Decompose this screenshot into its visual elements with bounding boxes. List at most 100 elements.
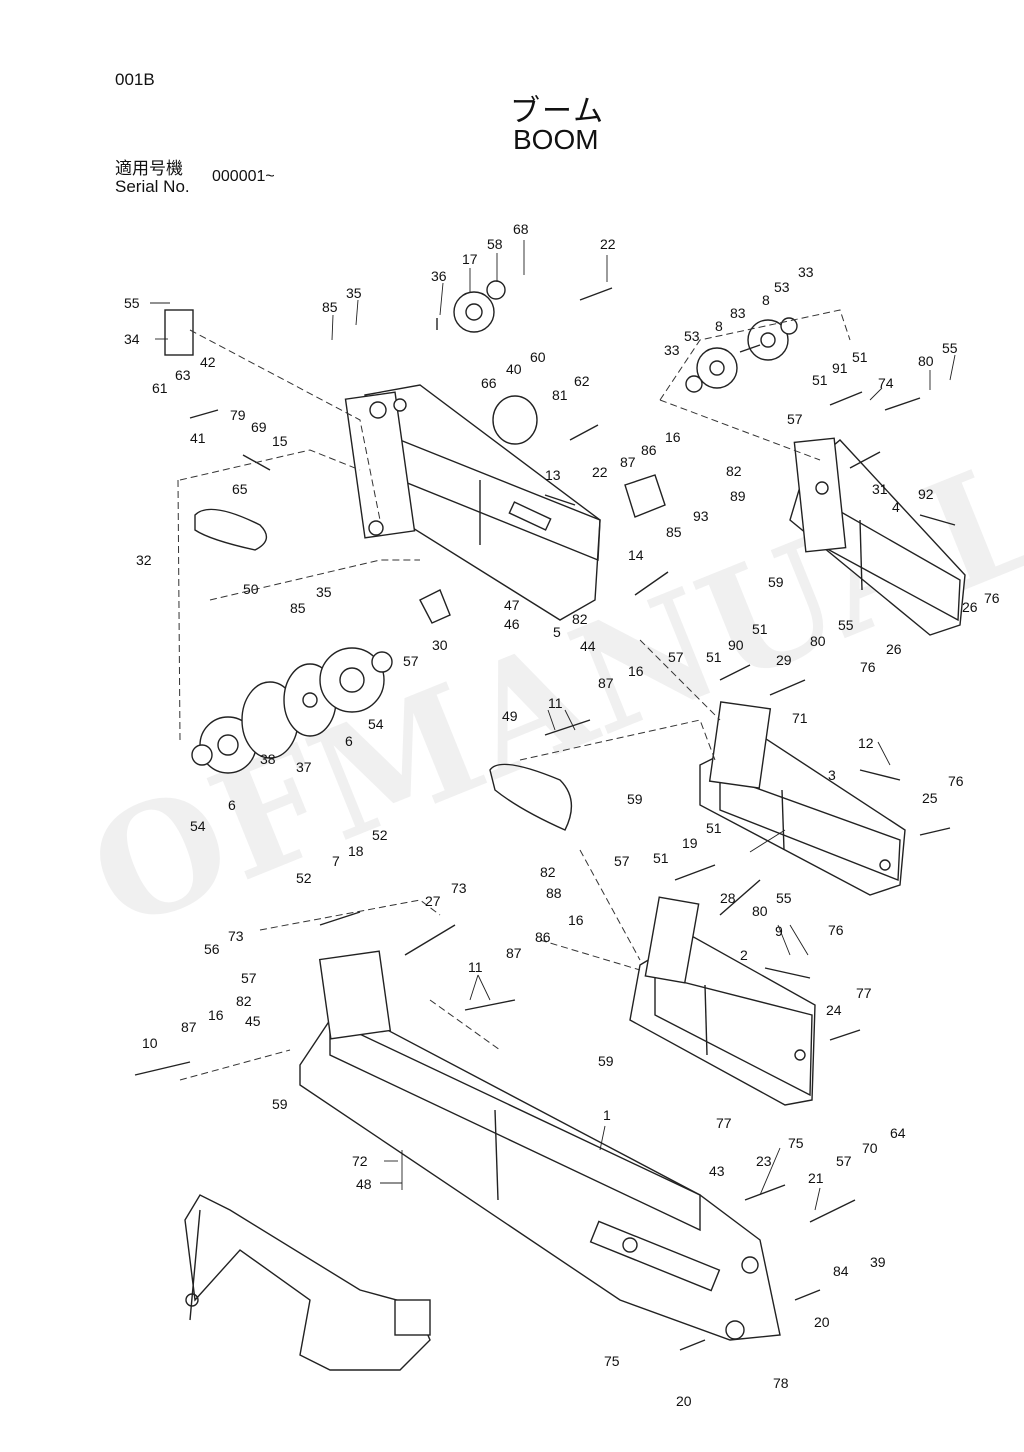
callout: 25	[922, 790, 938, 806]
callout: 55	[124, 295, 140, 311]
callout: 42	[200, 354, 216, 370]
boom-section-5	[344, 384, 601, 621]
callout: 78	[773, 1375, 789, 1391]
callout: 1	[603, 1107, 611, 1123]
boom-section-2	[629, 896, 816, 1106]
callout: 18	[348, 843, 364, 859]
callout: 88	[546, 885, 562, 901]
callout: 72	[352, 1153, 368, 1169]
callout: 17	[462, 251, 478, 267]
callout: 89	[730, 488, 746, 504]
callout: 79	[230, 407, 246, 423]
callout: 22	[600, 236, 616, 252]
callout: 46	[504, 616, 520, 632]
callout: 69	[251, 419, 267, 435]
callout: 26	[886, 641, 902, 657]
callout: 52	[372, 827, 388, 843]
callout: 40	[506, 361, 522, 377]
callout: 28	[720, 890, 736, 906]
callout: 27	[425, 893, 441, 909]
callout: 41	[190, 430, 206, 446]
cable-assemblies	[164, 309, 666, 831]
callout: 36	[431, 268, 447, 284]
callout: 59	[598, 1053, 614, 1069]
callout: 31	[872, 481, 888, 497]
callout: 39	[870, 1254, 886, 1270]
callout: 49	[502, 708, 518, 724]
callout: 81	[552, 387, 568, 403]
callout: 51	[752, 621, 768, 637]
callout: 51	[706, 649, 722, 665]
sheave-parts	[191, 280, 798, 774]
callout: 82	[236, 993, 252, 1009]
callout: 33	[664, 342, 680, 358]
callout: 63	[175, 367, 191, 383]
boom-section-4	[789, 437, 966, 636]
callout: 93	[693, 508, 709, 524]
callout: 14	[628, 547, 644, 563]
page-title-en: BOOM	[513, 124, 599, 155]
callout: 55	[838, 617, 854, 633]
callout: 57	[836, 1153, 852, 1169]
callout: 80	[752, 903, 768, 919]
callout: 76	[860, 659, 876, 675]
callout: 60	[530, 349, 546, 365]
callout: 26	[962, 599, 978, 615]
callout: 76	[828, 922, 844, 938]
callout: 75	[788, 1135, 804, 1151]
callout: 4	[892, 499, 900, 515]
callout: 92	[918, 486, 934, 502]
callout: 65	[232, 481, 248, 497]
callout: 76	[984, 590, 1000, 606]
callout: 80	[918, 353, 934, 369]
callout: 9	[775, 923, 783, 939]
callout: 44	[580, 638, 596, 654]
callout: 80	[810, 633, 826, 649]
callout: 47	[504, 597, 520, 613]
callout: 77	[856, 985, 872, 1001]
callout: 87	[598, 675, 614, 691]
callout: 85	[322, 299, 338, 315]
callout: 29	[776, 652, 792, 668]
page-code: 001B	[115, 70, 155, 89]
callout: 35	[316, 584, 332, 600]
callout: 22	[592, 464, 608, 480]
callout: 87	[506, 945, 522, 961]
callout: 73	[228, 928, 244, 944]
callout: 68	[513, 221, 529, 237]
callout: 16	[208, 1007, 224, 1023]
callout: 76	[948, 773, 964, 789]
callout: 37	[296, 759, 312, 775]
callout: 15	[272, 433, 288, 449]
callout: 71	[792, 710, 808, 726]
callout: 70	[862, 1140, 878, 1156]
callout: 57	[403, 653, 419, 669]
callout: 33	[798, 264, 814, 280]
callout: 35	[346, 285, 362, 301]
callout: 83	[730, 305, 746, 321]
boom-section-1	[299, 950, 781, 1341]
callout: 91	[832, 360, 848, 376]
callout: 62	[574, 373, 590, 389]
callout: 11	[548, 695, 563, 711]
callout: 87	[181, 1019, 197, 1035]
callout: 57	[241, 970, 257, 986]
callout: 6	[345, 733, 353, 749]
callout: 55	[942, 340, 958, 356]
callout: 11	[468, 959, 483, 975]
callout: 19	[682, 835, 698, 851]
callout: 59	[272, 1096, 288, 1112]
callout: 8	[715, 318, 723, 334]
callout: 21	[808, 1170, 824, 1186]
callout: 6	[228, 797, 236, 813]
callout-labels: 1 2 3 4 5 6 6 7 8 8 9 10 11 11 12 13 14 …	[124, 221, 1000, 1409]
callout: 38	[260, 751, 276, 767]
callout: 86	[535, 929, 551, 945]
callout: 75	[604, 1353, 620, 1369]
callout: 52	[296, 870, 312, 886]
callout: 2	[740, 947, 748, 963]
callout: 51	[706, 820, 722, 836]
callout: 85	[666, 524, 682, 540]
callout: 82	[572, 611, 588, 627]
callout: 16	[568, 912, 584, 928]
